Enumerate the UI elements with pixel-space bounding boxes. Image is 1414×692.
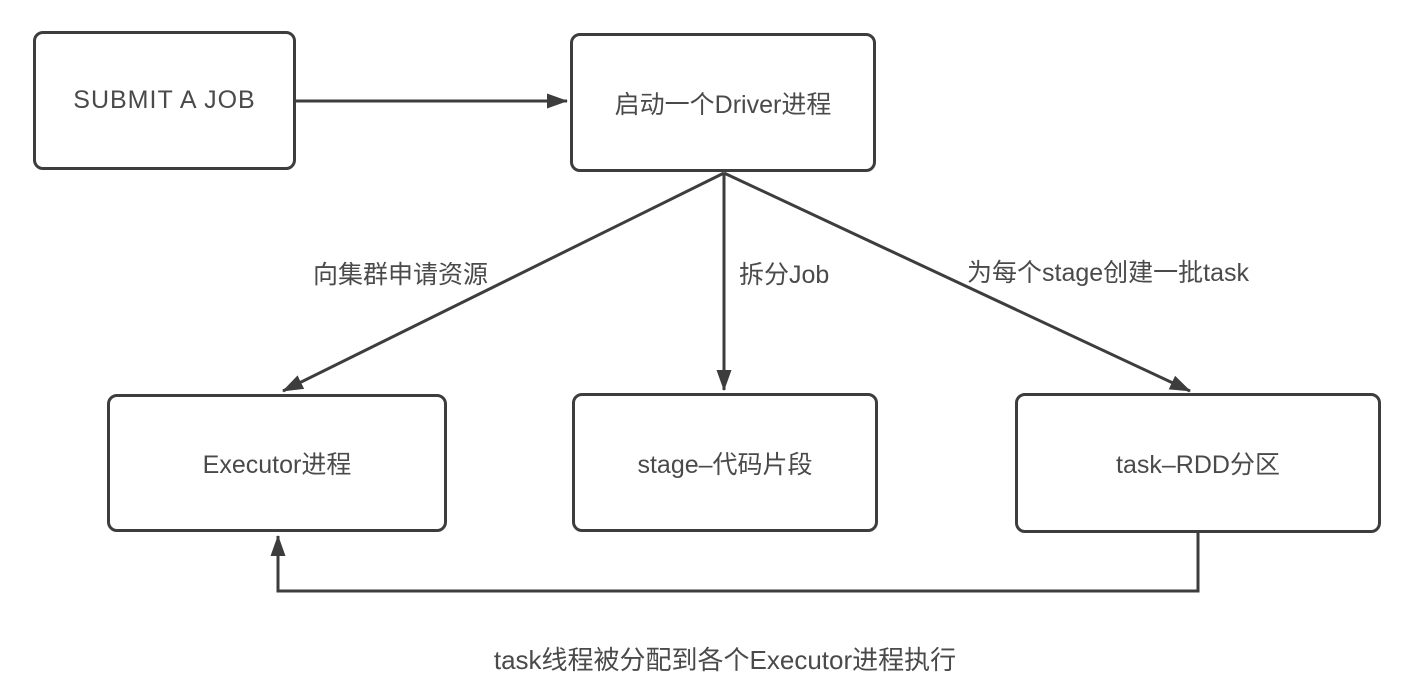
node-task-rdd-partition: task–RDD分区 xyxy=(1015,393,1381,533)
arrow-task-loop-to-executor-icon xyxy=(270,533,1200,593)
node-driver-process: 启动一个Driver进程 xyxy=(570,33,876,172)
node-submit-job: SUBMIT A JOB xyxy=(33,31,296,170)
edge-label-request-resources: 向集群申请资源 xyxy=(313,261,489,289)
node-stage-code-segment: stage–代码片段 xyxy=(572,393,878,532)
diagram-caption: task线程被分配到各个Executor进程执行 xyxy=(493,645,957,675)
node-executor-process: Executor进程 xyxy=(107,394,447,532)
edge-label-split-job: 拆分Job xyxy=(739,261,830,289)
edge-label-create-tasks: 为每个stage创建一批task xyxy=(967,259,1250,287)
